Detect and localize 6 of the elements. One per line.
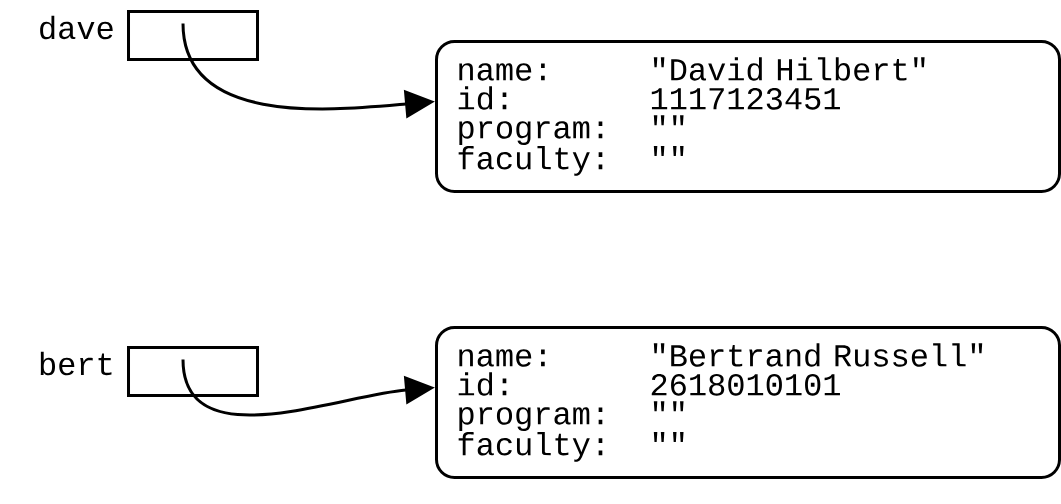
variable-name: dave xyxy=(40,15,113,40)
variable-box xyxy=(127,346,259,397)
variable-box xyxy=(127,10,259,61)
variable-name: bert xyxy=(40,351,112,376)
record-box: name: "Bertrand Russell" id: 2618010101 program: "" faculty: "" xyxy=(435,326,1061,479)
record-box: name: "David Hilbert" id: 1117123451 program: "" faculty: "" xyxy=(435,40,1061,193)
